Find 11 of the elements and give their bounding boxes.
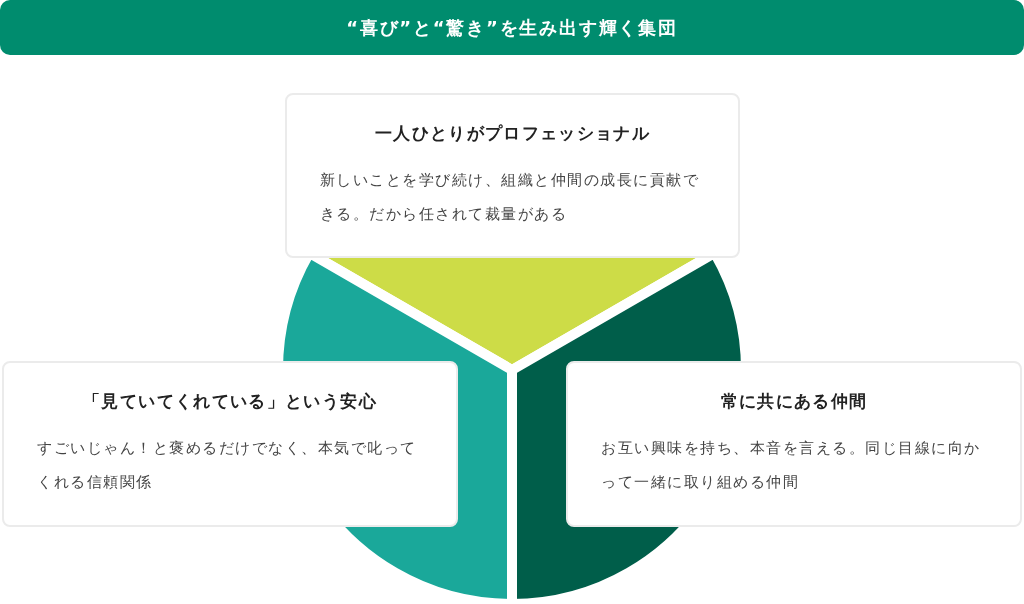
card-body: 新しいことを学び続け、組織と仲間の成長に貢献できる。だから任されて裁量がある (319, 169, 700, 225)
text-card (566, 361, 1022, 527)
card-body: お互い興味を持ち、本音を言える。同じ目線に向かって一緒に取り組める仲間 (601, 437, 982, 493)
card-heading: 一人ひとりがプロフェッショナル (374, 122, 651, 145)
title-text: “喜び”と“驚き”を生み出す輝く集団 (346, 16, 678, 40)
card-heading: 常に共にある仲間 (720, 390, 868, 413)
card-body: すごいじゃん！と褒めるだけでなく、本気で叱ってくれる信頼関係 (37, 437, 418, 493)
text-card (2, 361, 458, 527)
text-card (285, 93, 740, 258)
card-heading: 「見ていてくれている」という安心 (83, 390, 377, 413)
title-bar (0, 0, 1024, 55)
